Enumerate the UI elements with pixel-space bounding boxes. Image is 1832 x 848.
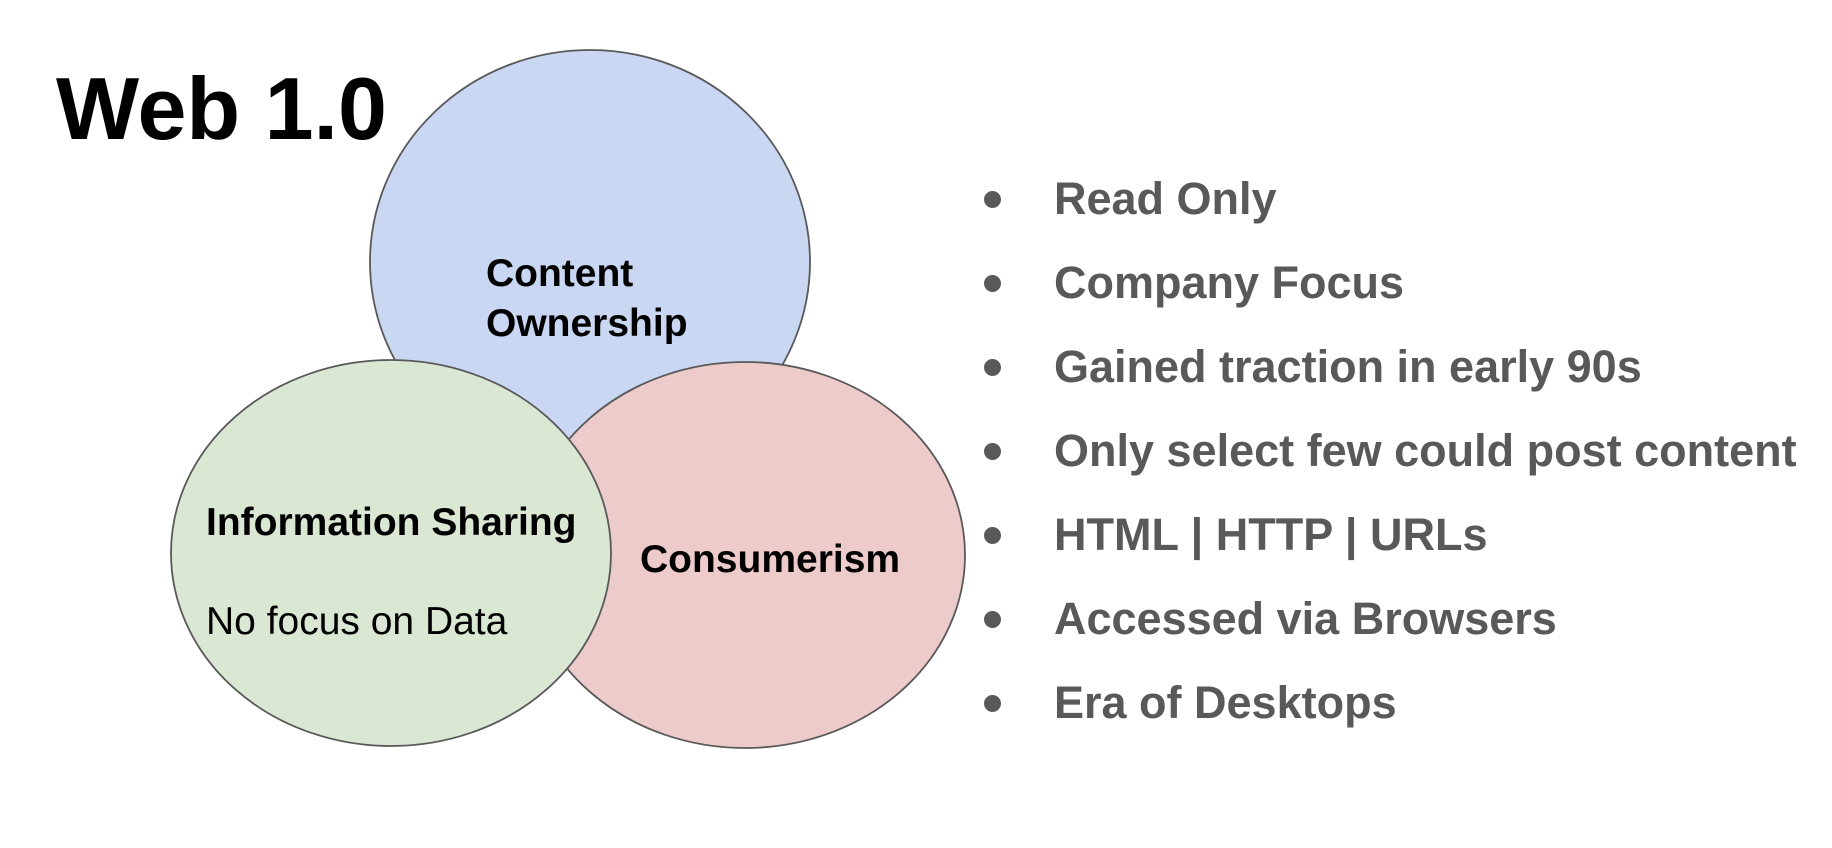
bullet-text: Read Only [1054, 173, 1277, 224]
bullet-text: Accessed via Browsers [1054, 593, 1557, 644]
venn-label-information-sharing: Information Sharing [206, 501, 577, 544]
bullet-dot-icon [984, 695, 1001, 712]
bullet-text: Only select few could post content [1054, 425, 1797, 476]
bullet-item: Read Only [980, 165, 1797, 249]
slide-title: Web 1.0 [56, 59, 387, 158]
bullet-text: Company Focus [1054, 257, 1405, 308]
venn-diagram: Content Ownership Information Sharing No… [170, 49, 966, 749]
bullet-dot-icon [984, 359, 1001, 376]
venn-label-consumerism: Consumerism [640, 538, 900, 581]
bullet-text: HTML | HTTP | URLs [1054, 509, 1488, 560]
bullet-list: Read Only Company Focus Gained traction … [980, 165, 1797, 753]
bullet-item: Only select few could post content [980, 417, 1797, 501]
venn-label-content-ownership-line2: Ownership [486, 302, 688, 345]
venn-sublabel-information-sharing: No focus on Data [206, 600, 508, 643]
bullet-dot-icon [984, 527, 1001, 544]
bullet-dot-icon [984, 191, 1001, 208]
bullet-text: Era of Desktops [1054, 677, 1397, 728]
bullet-item: Era of Desktops [980, 669, 1797, 753]
bullet-item: Accessed via Browsers [980, 585, 1797, 669]
bullet-item: HTML | HTTP | URLs [980, 501, 1797, 585]
bullet-dot-icon [984, 611, 1001, 628]
bullet-item: Company Focus [980, 249, 1797, 333]
bullet-item: Gained traction in early 90s [980, 333, 1797, 417]
bullet-text: Gained traction in early 90s [1054, 341, 1642, 392]
bullet-dot-icon [984, 443, 1001, 460]
venn-circle-information-sharing [170, 359, 612, 747]
venn-label-content-ownership-line1: Content [486, 252, 633, 295]
bullet-dot-icon [984, 275, 1001, 292]
